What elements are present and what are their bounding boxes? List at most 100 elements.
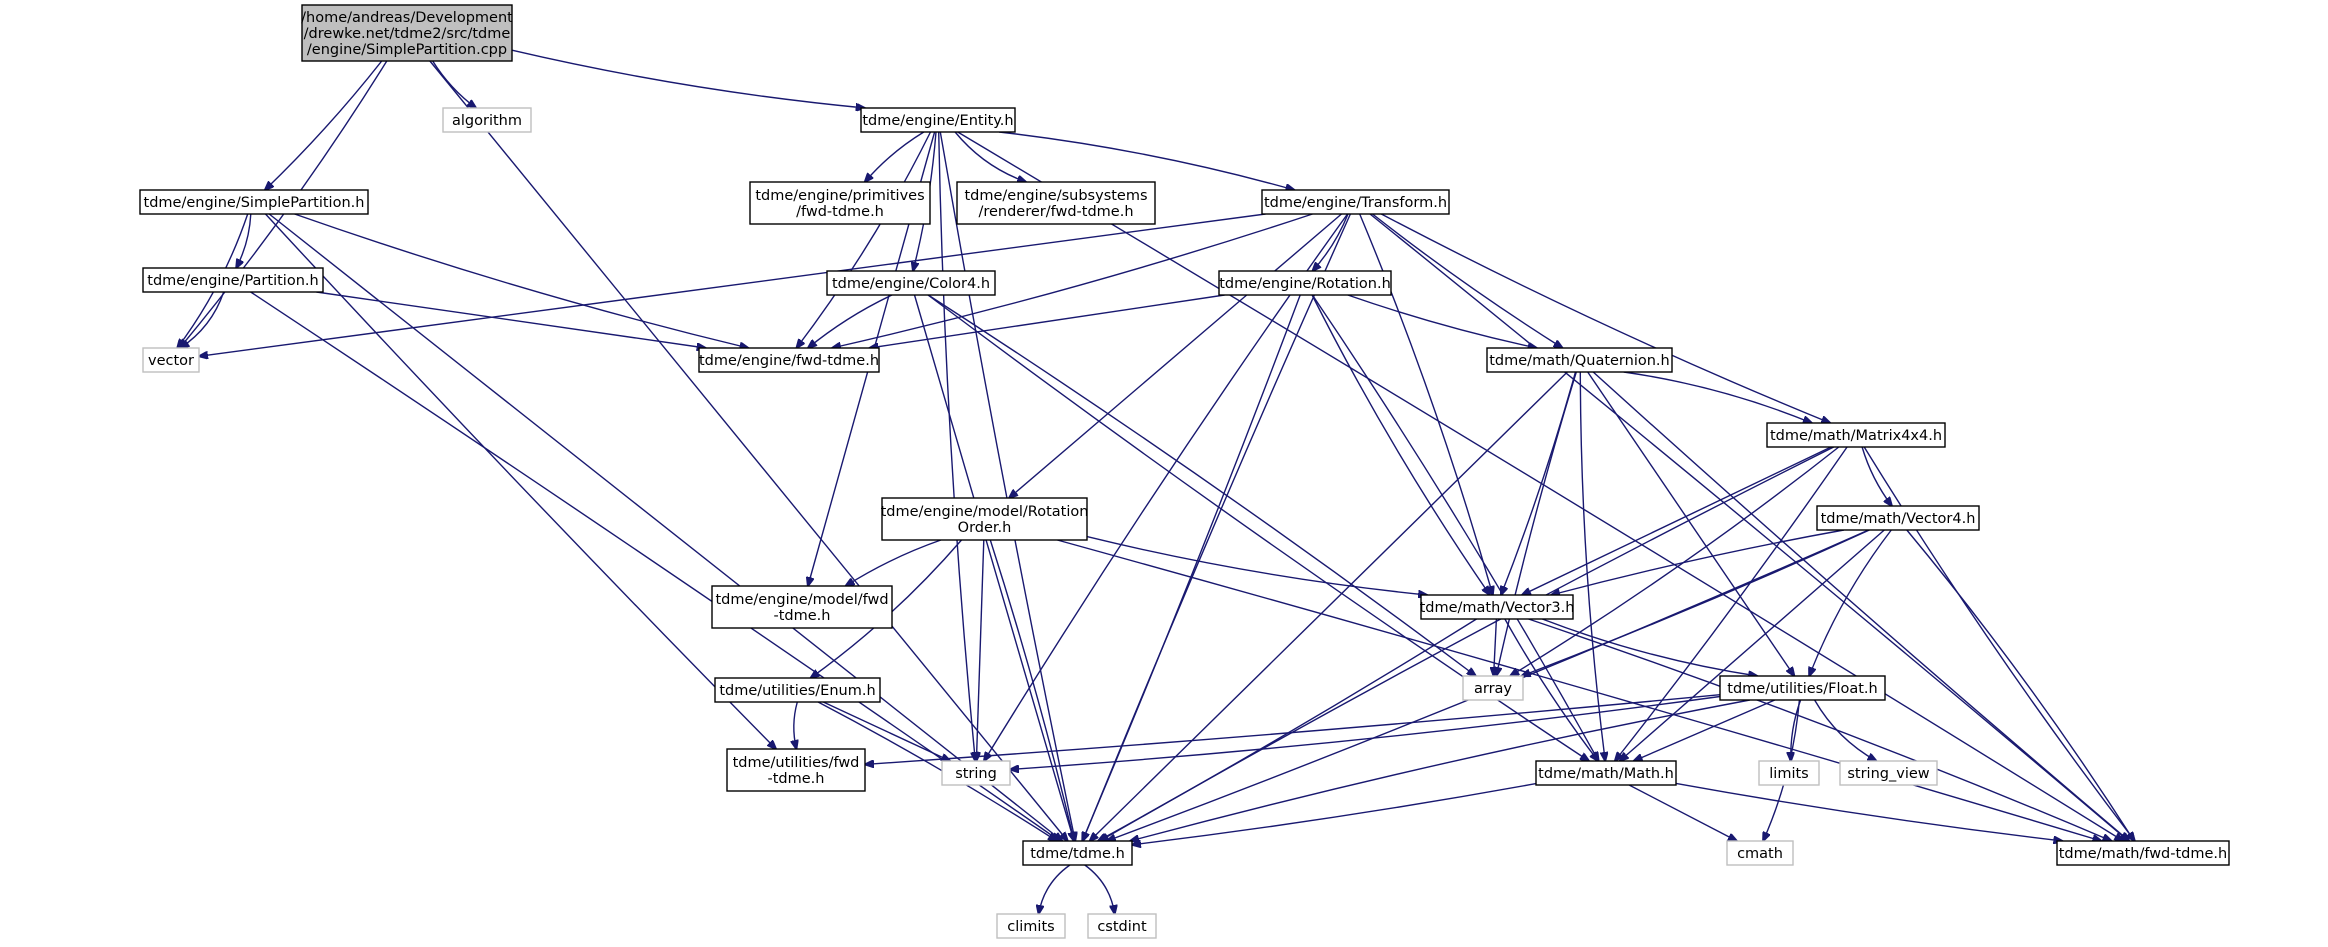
- edge-entity_h-to-primitives_fwd: [865, 131, 925, 182]
- node-model-fwd[interactable]: tdme/engine/model/fwd-tdme.h: [711, 585, 893, 629]
- node-float-h[interactable]: tdme/utilities/Float.h: [1719, 675, 1886, 701]
- edge-enum_h-to-string: [823, 701, 950, 761]
- node-engine-fwd[interactable]: tdme/engine/fwd-tdme.h: [698, 347, 880, 373]
- node-box: [139, 189, 369, 215]
- node-box: [956, 181, 1156, 225]
- node-primitives-fwd[interactable]: tdme/engine/primitives/fwd-tdme.h: [749, 181, 931, 225]
- node-box: [1022, 840, 1133, 866]
- node-renderer-fwd[interactable]: tdme/engine/subsystems/renderer/fwd-tdme…: [956, 181, 1156, 225]
- node-box: [1218, 270, 1392, 296]
- edge-float_h-to-utilities_fwd: [865, 694, 1721, 765]
- node-cmath: cmath: [1726, 840, 1794, 866]
- node-entity-h[interactable]: tdme/engine/Entity.h: [860, 107, 1016, 133]
- node-box: [1766, 422, 1946, 448]
- node-label: cstdint: [1097, 919, 1147, 935]
- edge-rotation_h-to-tdme_h: [1082, 294, 1301, 841]
- node-label: array: [1474, 681, 1512, 697]
- edge-entity_h-to-transform_h: [999, 131, 1294, 190]
- node-label: tdme/math/Quaternion.h: [1489, 353, 1669, 369]
- edge-math_h-to-tdme_h: [1132, 782, 1537, 845]
- edge-vector4_h-to-math_fwd: [1906, 529, 2134, 841]
- node-label: string: [955, 766, 997, 782]
- node-vector3-h[interactable]: tdme/math/Vector3.h: [1420, 594, 1575, 620]
- node-math-fwd[interactable]: tdme/math/fwd-tdme.h: [2056, 840, 2230, 866]
- node-color4-h[interactable]: tdme/engine/Color4.h: [826, 270, 996, 296]
- node-label: tdme/math/Vector4.h: [1821, 511, 1976, 527]
- node-label: -tdme.h: [768, 771, 825, 787]
- edge-transform_h-to-vector: [199, 213, 1266, 356]
- node-transform-h[interactable]: tdme/engine/Transform.h: [1261, 189, 1450, 215]
- edge-color4_h-to-array: [927, 294, 1476, 676]
- node-label: tdme/engine/model/Rotation: [881, 504, 1089, 520]
- edge-float_h-to-string_view: [1813, 699, 1877, 761]
- edge-matrix4x4_h-to-math_fwd: [1863, 446, 2135, 841]
- node-root[interactable]: /home/andreas/Development/drewke.net/tdm…: [301, 4, 513, 62]
- node-matrix4x4-h[interactable]: tdme/math/Matrix4x4.h: [1766, 422, 1946, 448]
- nodes-layer: /home/andreas/Development/drewke.net/tdm…: [139, 4, 2230, 939]
- node-box: [826, 270, 996, 296]
- edge-transform_h-to-tdme_h: [1083, 213, 1352, 841]
- edge-simplepartition_h-to-utilities_fwd: [264, 213, 777, 749]
- edge-simplepartition_h-to-engine_fwd: [294, 213, 749, 348]
- edge-vector3_h-to-math_h: [1504, 618, 1598, 761]
- edge-simplepartition_h-to-tdme_h: [268, 213, 1062, 841]
- edge-color4_h-to-tdme_h: [913, 294, 1075, 841]
- edge-vector3_h-to-math_fwd: [1528, 618, 2112, 841]
- edge-root-to-tdme_h: [429, 60, 1068, 841]
- node-label: tdme/engine/model/fwd: [715, 592, 888, 608]
- edge-matrix4x4_h-to-vector3_h: [1522, 446, 1832, 595]
- edge-transform_h-to-engine_fwd: [832, 213, 1313, 348]
- node-box: [442, 107, 532, 133]
- node-box: [1486, 347, 1673, 373]
- node-label: /renderer/fwd-tdme.h: [978, 204, 1133, 220]
- node-box: [711, 585, 893, 629]
- node-box: [1261, 189, 1450, 215]
- node-label: climits: [1007, 919, 1054, 935]
- node-label: tdme/engine/Partition.h: [147, 273, 318, 289]
- node-enum-h[interactable]: tdme/utilities/Enum.h: [714, 677, 881, 703]
- node-label: /engine/SimplePartition.cpp: [307, 42, 507, 58]
- edge-transform_h-to-rotation_h: [1313, 213, 1349, 271]
- edge-rotationorder_h-to-model_fwd: [846, 539, 942, 586]
- node-box: [2056, 840, 2230, 866]
- node-label: tdme/engine/SimplePartition.h: [144, 195, 365, 211]
- node-box: [698, 347, 880, 373]
- node-rotation-h[interactable]: tdme/engine/Rotation.h: [1218, 270, 1392, 296]
- edge-rotation_h-to-vector3_h: [1311, 294, 1490, 595]
- node-quaternion-h[interactable]: tdme/math/Quaternion.h: [1486, 347, 1673, 373]
- edge-partition_h-to-engine_fwd: [316, 291, 705, 348]
- edge-entity_h-to-engine_fwd: [797, 131, 932, 348]
- node-tdme-h[interactable]: tdme/tdme.h: [1022, 840, 1133, 866]
- node-label: tdme/engine/primitives: [755, 188, 924, 204]
- edge-rotationorder_h-to-tdme_h: [989, 539, 1074, 841]
- edge-transform_h-to-rotationorder_h: [1009, 213, 1342, 498]
- node-math-h[interactable]: tdme/math/Math.h: [1535, 760, 1677, 786]
- edge-entity_h-to-math_fwd: [957, 131, 2124, 841]
- edge-quaternion_h-to-matrix4x4_h: [1623, 371, 1812, 423]
- node-vector4-h[interactable]: tdme/math/Vector4.h: [1816, 505, 1980, 531]
- node-box: [1462, 675, 1524, 701]
- node-label: tdme/engine/Color4.h: [832, 276, 990, 292]
- node-label: /home/andreas/Development: [301, 10, 513, 26]
- node-box: [1420, 594, 1574, 620]
- edge-root-to-algorithm: [432, 60, 476, 108]
- node-box: [1816, 505, 1980, 531]
- edge-entity_h-to-tdme_h: [939, 131, 1075, 841]
- node-vector: vector: [142, 347, 200, 373]
- node-partition-h[interactable]: tdme/engine/Partition.h: [142, 267, 324, 293]
- edge-partition_h-to-vector: [180, 291, 225, 348]
- node-simplepartition-h[interactable]: tdme/engine/SimplePartition.h: [139, 189, 369, 215]
- edge-entity_h-to-renderer_fwd: [954, 131, 1026, 182]
- edge-quaternion_h-to-float_h: [1587, 371, 1795, 676]
- node-label: /fwd-tdme.h: [796, 204, 884, 220]
- edge-vector4_h-to-float_h: [1809, 529, 1892, 676]
- edge-vector3_h-to-array: [1494, 618, 1497, 676]
- edge-root-to-entity_h: [511, 49, 865, 108]
- node-utilities-fwd[interactable]: tdme/utilities/fwd-tdme.h: [726, 748, 866, 792]
- node-label: tdme/utilities/Enum.h: [719, 683, 875, 699]
- node-label: tdme/engine/subsystems: [964, 188, 1147, 204]
- edge-vector4_h-to-math_h: [1620, 529, 1885, 761]
- node-label: tdme/math/fwd-tdme.h: [2059, 846, 2227, 862]
